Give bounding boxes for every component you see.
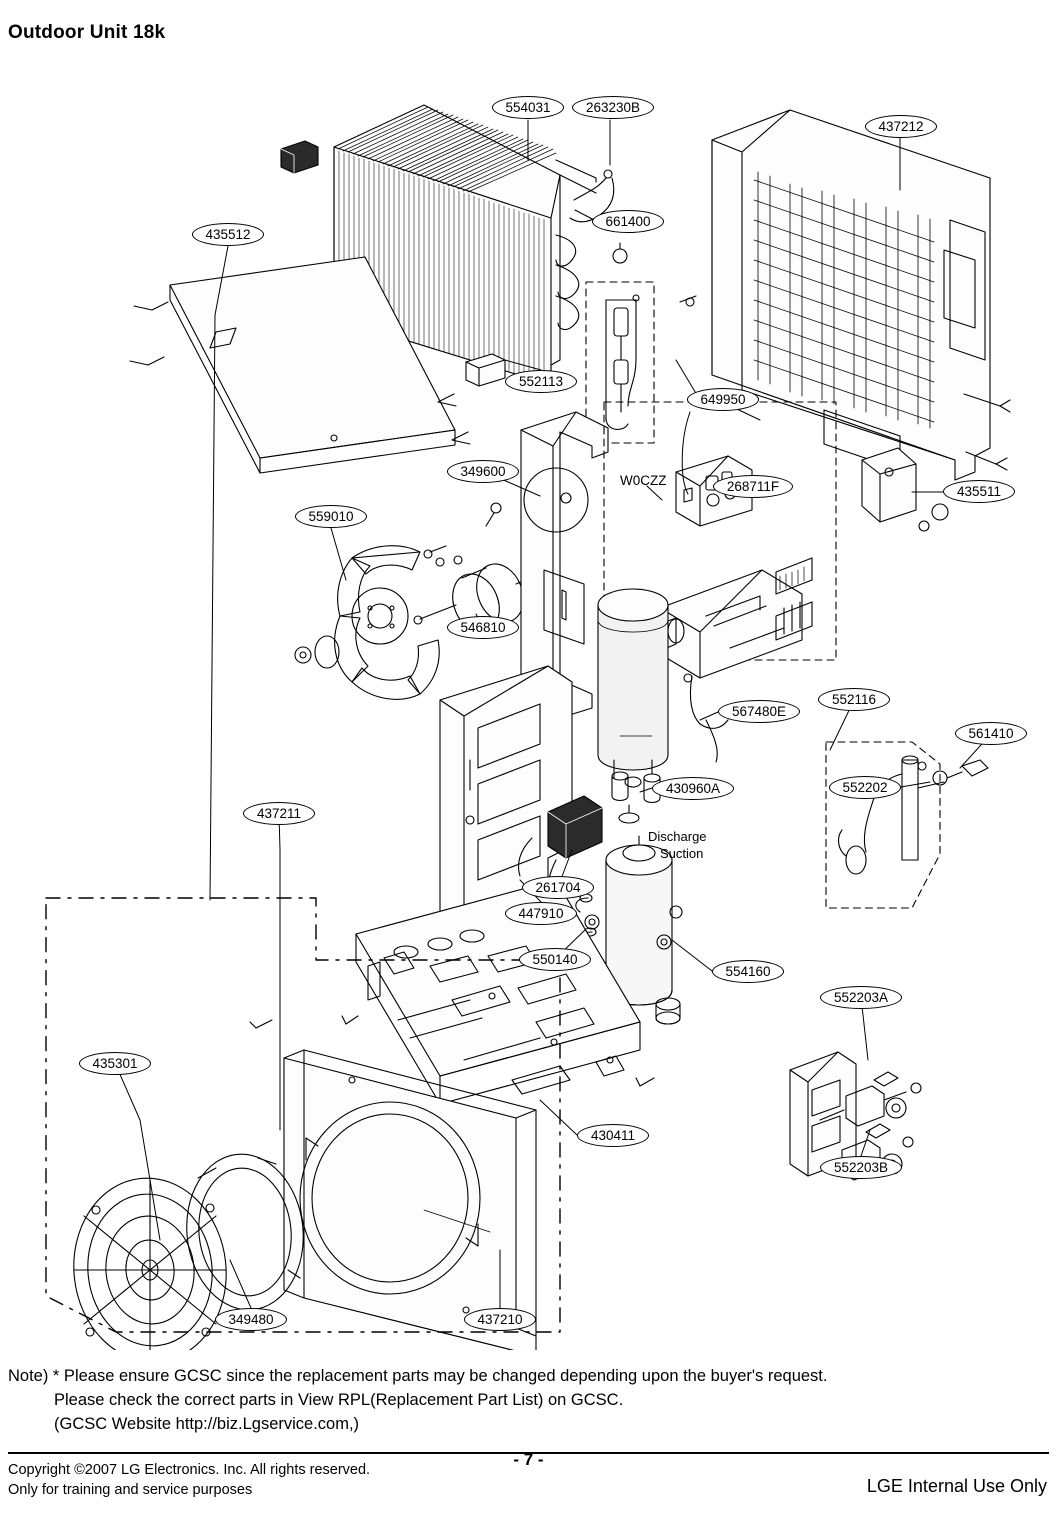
diagram-drawing: [45, 104, 1011, 1350]
callout-554160: 554160: [712, 960, 784, 983]
propeller-fan: [334, 545, 440, 700]
callout-554031: 554031: [492, 96, 564, 119]
callout-label: 552202: [842, 779, 888, 795]
valve-assembly-region: [825, 741, 989, 909]
callout-552116: 552116: [818, 688, 890, 711]
note-line-1: Note) * Please ensure GCSC since the rep…: [8, 1367, 828, 1385]
callout-label: 546810: [460, 619, 506, 635]
callout-561410: 561410: [955, 722, 1027, 745]
callout-661400: 661400: [592, 210, 664, 233]
accumulator-mounts: [611, 771, 661, 824]
copyright-block: Copyright ©2007 LG Electronics. Inc. All…: [8, 1460, 370, 1501]
callout-435512: 435512: [192, 223, 264, 246]
callout-268711F: 268711F: [713, 475, 793, 498]
callout-label: 554031: [505, 99, 551, 115]
small-bracket-a: [280, 140, 319, 174]
exploded-parts-diagram: 554031 263230B 437212 661400 435512 5521…: [0, 60, 1057, 1350]
callout-552113: 552113: [505, 370, 577, 393]
callout-263230B: 263230B: [572, 96, 654, 119]
internal-use-notice: LGE Internal Use Only: [866, 1476, 1047, 1496]
cabinet-dashed-outline: [45, 897, 561, 1333]
callout-label: 561410: [968, 725, 1014, 741]
callout-261704: 261704: [522, 876, 594, 899]
callout-label: 437211: [256, 805, 302, 821]
callout-559010: 559010: [295, 505, 367, 528]
callout-546810: 546810: [447, 616, 519, 639]
callout-label: 554160: [725, 963, 771, 979]
copyright-line-1: Copyright ©2007 LG Electronics. Inc. All…: [8, 1462, 371, 1478]
callout-label: 661400: [605, 213, 651, 229]
copyright-line-2: Only for training and service purposes: [8, 1482, 253, 1499]
page-title: Outdoor Unit 18k: [8, 22, 166, 43]
callout-label: 552203B: [833, 1159, 889, 1175]
callout-552202: 552202: [829, 776, 901, 799]
callout-label: 349600: [460, 463, 506, 479]
note-line-2: Please check the correct parts in View R…: [54, 1390, 624, 1409]
callout-label: 437210: [477, 1311, 523, 1327]
callout-label: 447910: [518, 905, 564, 921]
callout-label: 437212: [878, 118, 924, 134]
callout-649950: 649950: [687, 388, 759, 411]
callout-label: 435512: [205, 226, 251, 242]
callout-label: 349480: [228, 1311, 274, 1327]
page-number: - 7 -: [513, 1450, 544, 1469]
callout-label: 435511: [956, 483, 1002, 499]
callout-437211: 437211: [243, 802, 315, 825]
label-discharge: Discharge: [648, 829, 707, 844]
callout-349600: 349600: [447, 460, 519, 483]
base-plate: [249, 879, 655, 1105]
callout-435511: 435511: [943, 480, 1015, 503]
callout-447910: 447910: [505, 902, 577, 925]
callout-437210: 437210: [464, 1308, 536, 1331]
note-block: Note) * Please ensure GCSC since the rep…: [8, 1365, 1048, 1437]
callout-label: 268711F: [726, 478, 780, 494]
fan-nut: [294, 635, 340, 669]
service-valve-assembly: [789, 1051, 922, 1181]
callout-label: 552113: [518, 373, 564, 389]
callout-label: 430960A: [665, 780, 721, 796]
footer-divider: [8, 1452, 1049, 1454]
callout-567480E: 567480E: [718, 700, 800, 723]
capillary-detail-box: [585, 281, 655, 444]
note-line-3: (GCSC Website http://biz.Lgservice.com,): [54, 1414, 360, 1433]
callout-label: 552116: [831, 691, 877, 707]
callout-552203A: 552203A: [820, 986, 902, 1009]
callout-label: 263230B: [585, 99, 641, 115]
label-w0czz: W0CZZ: [620, 473, 667, 488]
callout-label: 430411: [590, 1127, 636, 1143]
callout-label: 559010: [308, 508, 354, 524]
front-cabinet: [283, 1049, 537, 1350]
label-suction: Suction: [660, 846, 704, 861]
callout-430411: 430411: [577, 1124, 649, 1147]
callout-label: 649950: [700, 391, 746, 407]
callout-label: 550140: [532, 951, 578, 967]
page-footer: Copyright ©2007 LG Electronics. Inc. All…: [0, 1450, 1057, 1516]
callout-349480: 349480: [215, 1308, 287, 1331]
accumulator: [597, 588, 669, 788]
rear-grille-panel: [679, 109, 991, 481]
callout-435301: 435301: [79, 1052, 151, 1075]
callout-label: 567480E: [731, 703, 787, 719]
side-cover-435511: [861, 393, 1011, 532]
callout-label: 261704: [535, 879, 581, 895]
top-cover: [129, 256, 471, 474]
callout-437212: 437212: [865, 115, 937, 138]
callout-550140: 550140: [519, 948, 591, 971]
callout-label: 552203A: [833, 989, 889, 1005]
callout-430960A: 430960A: [652, 777, 734, 800]
motor-bracket: [520, 411, 609, 719]
callout-552203B: 552203B: [820, 1156, 902, 1179]
callout-label: 435301: [92, 1055, 138, 1071]
